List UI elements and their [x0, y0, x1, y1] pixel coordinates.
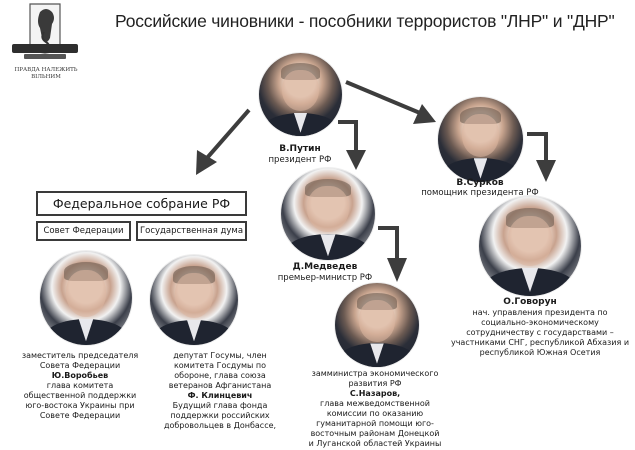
federation-council-box: Совет Федерации	[36, 221, 131, 241]
govorun-role-line: сотрудничеству с государствами –	[466, 328, 614, 337]
govorun-name: О.Говорун	[503, 297, 557, 307]
govorun-role-line: нач. управления президента по	[472, 308, 608, 317]
putin-name: В.Путин	[279, 144, 321, 154]
vorobyev-line: юго-востока Украины при	[25, 401, 135, 410]
page-title: Российские чиновники - пособники террори…	[115, 11, 615, 31]
vorobyev-line: глава комитета	[46, 381, 114, 390]
medvedev-role: премьер-министр РФ	[277, 273, 373, 283]
surkov-name: В.Сурков	[456, 178, 504, 188]
nazarov-line: развития РФ	[348, 379, 402, 388]
logo-caption: ПРАВДА НАЛЕЖИТЬ ВІЛЬНИМ	[6, 67, 86, 81]
vorobyev-name: Ю.Воробьев	[51, 371, 109, 380]
vorobyev-line: Совета Федерации	[39, 361, 121, 370]
logo-caption-line: ВІЛЬНИМ	[31, 74, 61, 80]
vorobyev-line: общественной поддержки	[23, 391, 137, 400]
nazarov-name: С.Назаров,	[349, 389, 401, 398]
klintsevich-line: добровольцев в Донбассе,	[163, 421, 277, 430]
klintsevich-line: Будущий глава фонда	[172, 401, 268, 410]
federal-assembly-box: Федеральное собрание РФ	[36, 191, 247, 216]
state-duma-box: Государственная дума	[136, 221, 247, 241]
logo-emblem	[8, 2, 82, 86]
vorobyev-description: заместитель председателя Совета Федераци…	[0, 351, 160, 421]
medvedev-photo	[281, 168, 375, 260]
arrow-putin-to-medvedev	[338, 120, 366, 170]
nazarov-photo	[335, 283, 419, 367]
klintsevich-name: Ф. Клинцевич	[187, 391, 253, 400]
govorun-role: нач. управления президента по социально-…	[445, 308, 635, 358]
govorun-role-line: участниками СНГ, республикой Абхазия и	[450, 338, 630, 347]
klintsevich-line: комитета Госдумы по	[173, 361, 267, 370]
govorun-role-line: республикой Южная Осетия	[479, 348, 601, 357]
logo-caption-line: ПРАВДА НАЛЕЖИТЬ	[14, 67, 78, 73]
vorobyev-photo	[40, 251, 132, 345]
klintsevich-photo	[150, 255, 238, 345]
klintsevich-line: обороне, глава союза	[174, 371, 266, 380]
putin-role: президент РФ	[268, 155, 332, 165]
klintsevich-description: депутат Госумы, член комитета Госдумы по…	[145, 351, 295, 431]
vorobyev-line: Совете Федерации	[39, 411, 121, 420]
putin-photo	[259, 53, 342, 136]
govorun-photo	[479, 196, 581, 296]
klintsevich-line: ветеранов Афганистана	[168, 381, 272, 390]
nazarov-line: комиссии по оказанию	[326, 409, 424, 418]
arrow-putin-to-surkov	[345, 80, 436, 124]
arrow-medvedev-to-nazarov	[378, 226, 407, 282]
arrow-putin-to-assembly	[196, 108, 251, 175]
klintsevich-line: поддержки российских	[170, 411, 270, 420]
nazarov-line: глава межведомственной	[320, 399, 430, 408]
govorun-role-line: социально-экономическому	[481, 318, 599, 327]
surkov-photo	[438, 97, 523, 182]
fist-emblem-icon	[12, 3, 78, 59]
nazarov-line: и Луганской областей Украины	[308, 439, 442, 448]
nazarov-line: замминистра экономического	[311, 369, 439, 378]
medvedev-name: Д.Медведев	[292, 262, 358, 272]
arrow-surkov-to-govorun	[527, 132, 556, 182]
nazarov-description: замминистра экономического развития РФ С…	[290, 369, 460, 449]
nazarov-line: гуманитарной помощи юго-	[316, 419, 434, 428]
vorobyev-line: заместитель председателя	[21, 351, 139, 360]
klintsevich-line: депутат Госумы, член	[173, 351, 267, 360]
nazarov-line: восточным районам Донецкой	[310, 429, 440, 438]
surkov-role: помощник президента РФ	[421, 188, 539, 198]
